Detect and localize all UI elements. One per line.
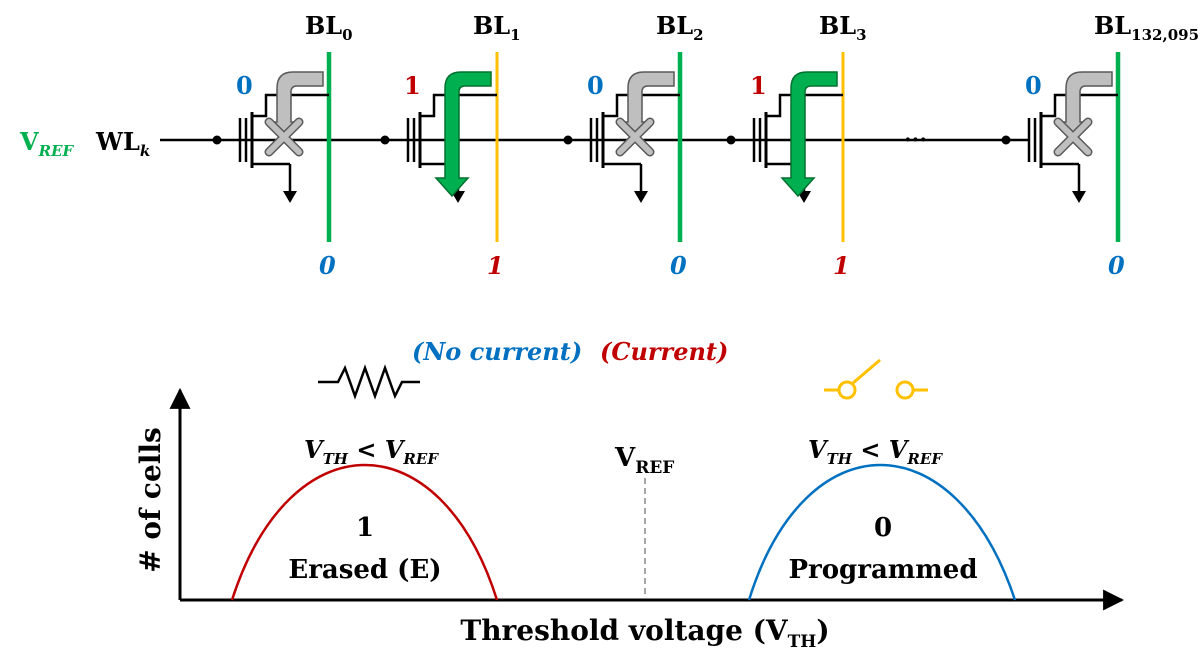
svg-text:VREF: VREF (19, 127, 75, 160)
y-axis-label: # of cells (134, 427, 167, 573)
cell-array: BL0 0 0 BL1 1 1 BL2 0 0 BL3 1 1 BL132,095 0 0 (212, 11, 1199, 280)
read-result: 1 (487, 251, 504, 280)
no-current-label: (No current) (412, 337, 582, 366)
gate-node (563, 135, 573, 145)
svg-text:WLk: WLk (95, 127, 150, 160)
word-line-ellipsis: ··· (904, 127, 927, 153)
bit-line-label: BL2 (656, 11, 704, 44)
current-arrow-icon (434, 71, 492, 198)
programmed-distribution (747, 464, 1017, 601)
cell-3: BL3 1 1 (726, 11, 867, 280)
cell-0: BL0 0 0 (212, 11, 353, 280)
drain-wire (766, 93, 843, 118)
bit-line-label: BL0 (305, 11, 353, 44)
gate-node (1001, 135, 1011, 145)
bit-line-label: BL1 (473, 11, 521, 44)
vref-v: V (19, 127, 39, 156)
gate-node (726, 135, 736, 145)
cell-1: BL1 1 1 (380, 11, 521, 280)
word-line-label: VREF WLk (19, 127, 150, 160)
bit-line-label: BL3 (819, 11, 867, 44)
current-label: (Current) (600, 337, 728, 366)
drain-wire (1041, 93, 1118, 118)
drain-wire (252, 93, 329, 118)
programmed-bit: 0 (874, 513, 892, 543)
gate-node (212, 135, 222, 145)
resistor-icon (318, 364, 420, 400)
read-result: 0 (670, 251, 687, 280)
cell-2: BL2 0 0 (563, 11, 704, 280)
blocked-x-icon (266, 119, 302, 155)
bit-line-label: BL132,095 (1094, 11, 1199, 44)
drain-wire (420, 93, 497, 118)
blocked-x-icon (1055, 119, 1091, 155)
programmed-condition: VTH < VREF (808, 435, 943, 468)
ground-arrow-icon (634, 191, 648, 203)
read-result: 0 (319, 251, 336, 280)
stored-bit: 1 (750, 71, 767, 100)
erased-label: Erased (E) (288, 555, 441, 585)
drain-wire (603, 93, 680, 118)
wl-main: WL (95, 127, 140, 156)
erased-bit: 1 (356, 513, 374, 543)
stored-bit: 1 (404, 71, 421, 100)
x-axis-label: Threshold voltage (VTH) (460, 614, 829, 652)
ground-arrow-icon (1072, 191, 1086, 203)
vref-sub: REF (38, 142, 75, 160)
wl-sub: k (140, 142, 150, 160)
open-switch-icon (824, 358, 928, 400)
erased-condition: VTH < VREF (304, 435, 439, 468)
stored-bit: 0 (1025, 71, 1042, 100)
cell-4: BL132,095 0 0 (1001, 11, 1199, 280)
stored-bit: 0 (236, 71, 253, 100)
current-arrow-icon (780, 71, 838, 198)
stored-bit: 0 (587, 71, 604, 100)
vref-label: VREF (614, 443, 674, 478)
ground-arrow-icon (283, 191, 297, 203)
programmed-label: Programmed (788, 555, 977, 585)
blocked-x-icon (617, 119, 653, 155)
read-result: 0 (1108, 251, 1125, 280)
read-result: 1 (833, 251, 850, 280)
erased-distribution (230, 464, 499, 601)
gate-node (380, 135, 390, 145)
